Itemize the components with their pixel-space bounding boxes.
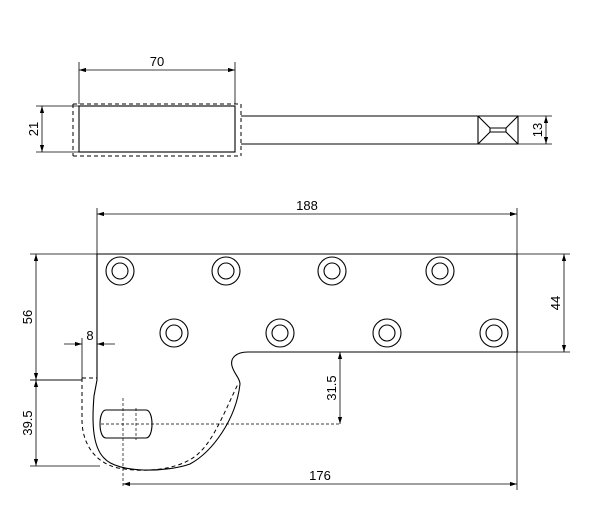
dim-top-height: 21	[26, 122, 41, 136]
dim-total-height: 56	[20, 310, 35, 324]
dim-center-length: 176	[309, 468, 331, 483]
top-block-envelope	[72, 103, 242, 157]
front-view: 188 44 56 8 39.5 31.5 176	[20, 198, 570, 490]
front-slot	[99, 409, 153, 439]
dim-slot-depth: 31.5	[324, 375, 339, 400]
holes-bottom-row	[159, 318, 509, 348]
front-outline	[92, 253, 518, 471]
dim-top-tip: 13	[530, 123, 545, 137]
holes-top-row	[105, 256, 455, 286]
top-view: 70 21 13	[26, 54, 552, 157]
dim-plate-height: 44	[548, 296, 563, 310]
front-hidden-hook	[81, 378, 239, 471]
top-tip	[477, 115, 519, 145]
dim-hook-height: 39.5	[20, 410, 35, 435]
top-shaft	[241, 115, 479, 145]
dim-wall: 8	[86, 328, 93, 343]
top-block	[78, 105, 236, 153]
dim-overall-length: 188	[296, 198, 318, 213]
dim-top-width: 70	[150, 54, 164, 69]
